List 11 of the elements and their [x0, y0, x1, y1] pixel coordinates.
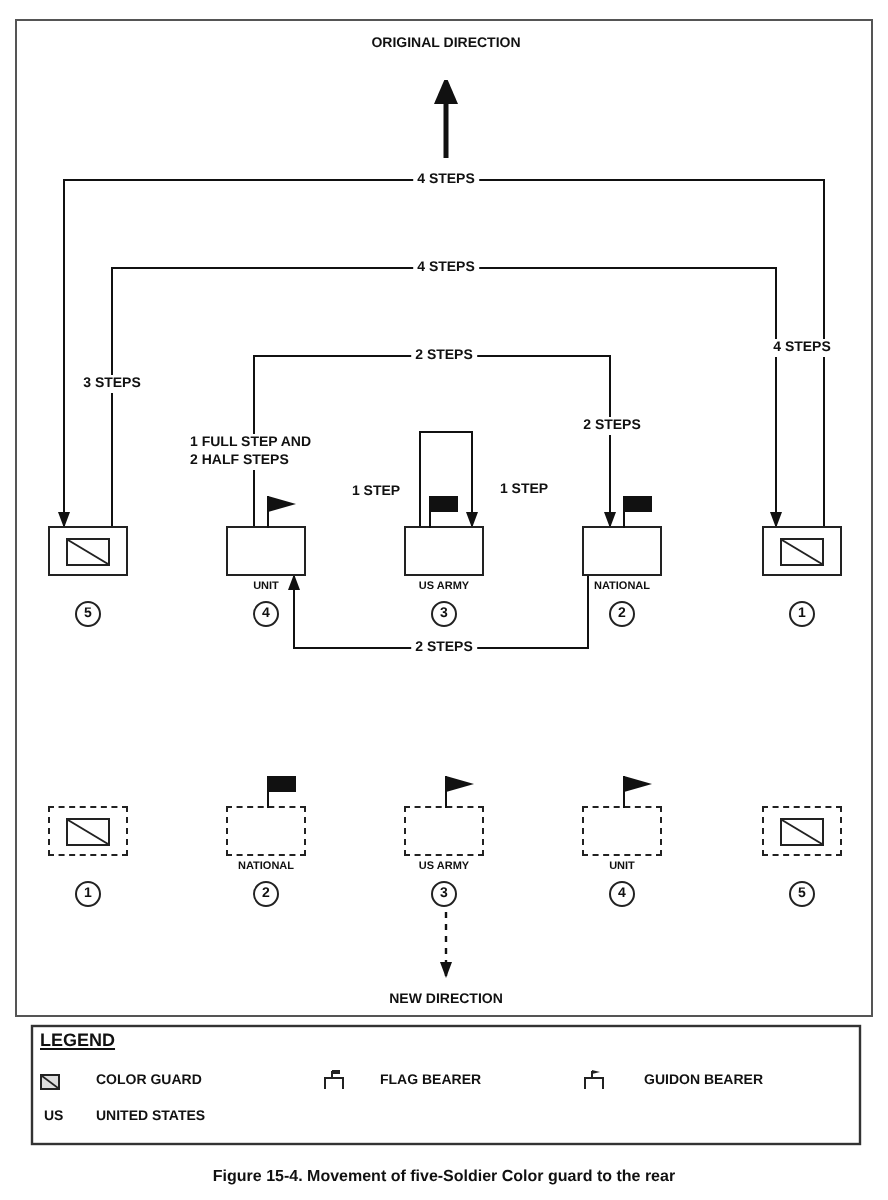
soldier-box — [582, 526, 662, 576]
movement-arrow — [58, 179, 825, 528]
soldier-box — [404, 526, 484, 576]
new-position-box — [582, 806, 662, 856]
movement-arrow — [419, 431, 478, 528]
movement-arrow — [111, 267, 782, 528]
new-position-box — [226, 806, 306, 856]
figure-caption: Figure 15-4. Movement of five-Soldier Color guard to the rear — [212, 1167, 676, 1185]
legend-title: LEGEND — [40, 1030, 116, 1052]
new-position-box — [404, 806, 484, 856]
soldier-box — [226, 526, 306, 576]
